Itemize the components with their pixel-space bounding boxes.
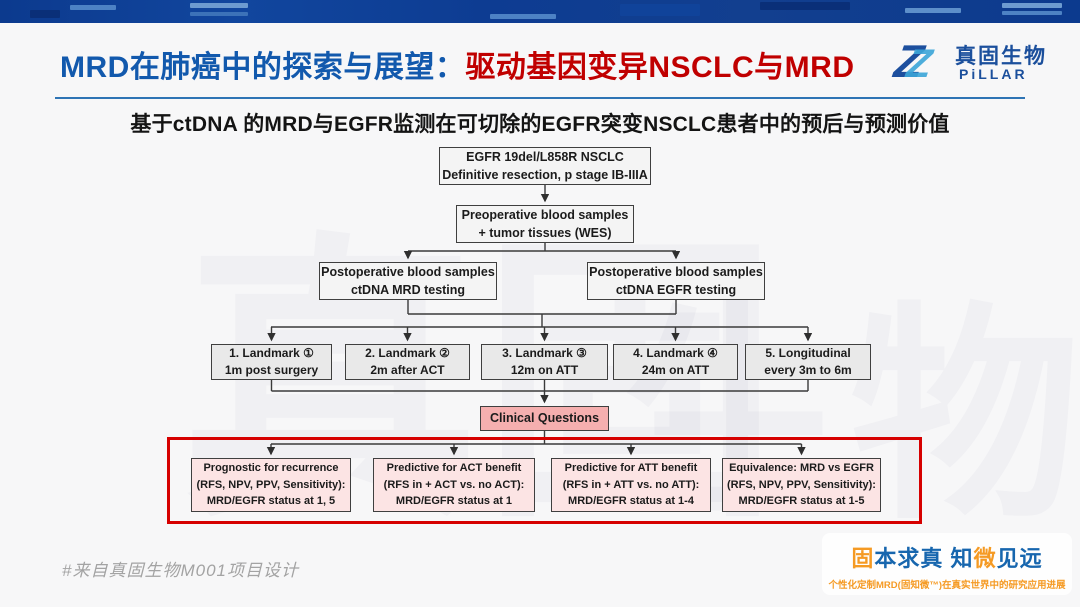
flow-box-postop-egfr: Postoperative blood samples ctDNA EGFR t… xyxy=(587,262,765,300)
page-title-blue: MRD在肺癌中的探索与展望： xyxy=(60,51,466,84)
flow-box-preop-samples: Preoperative blood samples + tumor tissu… xyxy=(456,205,634,243)
page-title-red: 驱动基因变异NSCLC与MRD xyxy=(465,51,855,84)
brand-subtitle: 个性化定制MRD(固知微™)在真实世界中的研究应用进展 xyxy=(828,580,1066,591)
page-title: MRD在肺癌中的探索与展望：驱动基因变异NSCLC与MRD xyxy=(60,42,854,86)
flow-box-outcome-equivalence: Equivalence: MRD vs EGFR (RFS, NPV, PPV,… xyxy=(722,458,881,512)
header-divider xyxy=(55,97,1025,99)
flow-box-landmark-2: 2. Landmark ② 2m after ACT xyxy=(345,344,470,380)
flow-box-landmark-5: 5. Longitudinal every 3m to 6m xyxy=(745,344,871,380)
flow-box-clinical-questions: Clinical Questions xyxy=(480,406,609,431)
pillar-logo-icon: Z Z xyxy=(891,35,935,87)
flow-box-landmark-3: 3. Landmark ③ 12m on ATT xyxy=(481,344,608,380)
brand-card: 固本求真 知微见远 个性化定制MRD(固知微™)在真实世界中的研究应用进展 xyxy=(822,533,1072,595)
top-banner-decoration xyxy=(0,0,1080,23)
source-hashtag: #来自真固生物M001项目设计 xyxy=(62,561,299,580)
flow-box-outcome-prognostic: Prognostic for recurrence (RFS, NPV, PPV… xyxy=(191,458,351,512)
pillar-logo: Z Z 真固生物 PiLLAR xyxy=(891,35,1058,94)
flow-box-outcome-att: Predictive for ATT benefit (RFS in + ATT… xyxy=(551,458,711,512)
logo-brand-name: PiLLAR xyxy=(959,66,1028,82)
slide-subtitle: 基于ctDNA 的MRD与EGFR监测在可切除的EGFR突变NSCLC患者中的预… xyxy=(130,113,950,136)
logo-company-name: 真固生物 xyxy=(955,45,1047,68)
flow-box-landmark-4: 4. Landmark ④ 24m on ATT xyxy=(613,344,738,380)
flow-box-outcome-act: Predictive for ACT benefit (RFS in + ACT… xyxy=(373,458,535,512)
flow-box-postop-mrd: Postoperative blood samples ctDNA MRD te… xyxy=(319,262,497,300)
flow-box-landmark-1: 1. Landmark ① 1m post surgery xyxy=(211,344,332,380)
flow-box-cohort: EGFR 19del/L858R NSCLC Definitive resect… xyxy=(439,147,651,185)
brand-slogan: 固本求真 知微见远 xyxy=(851,546,1043,571)
outcomes-highlight-frame xyxy=(167,437,922,524)
